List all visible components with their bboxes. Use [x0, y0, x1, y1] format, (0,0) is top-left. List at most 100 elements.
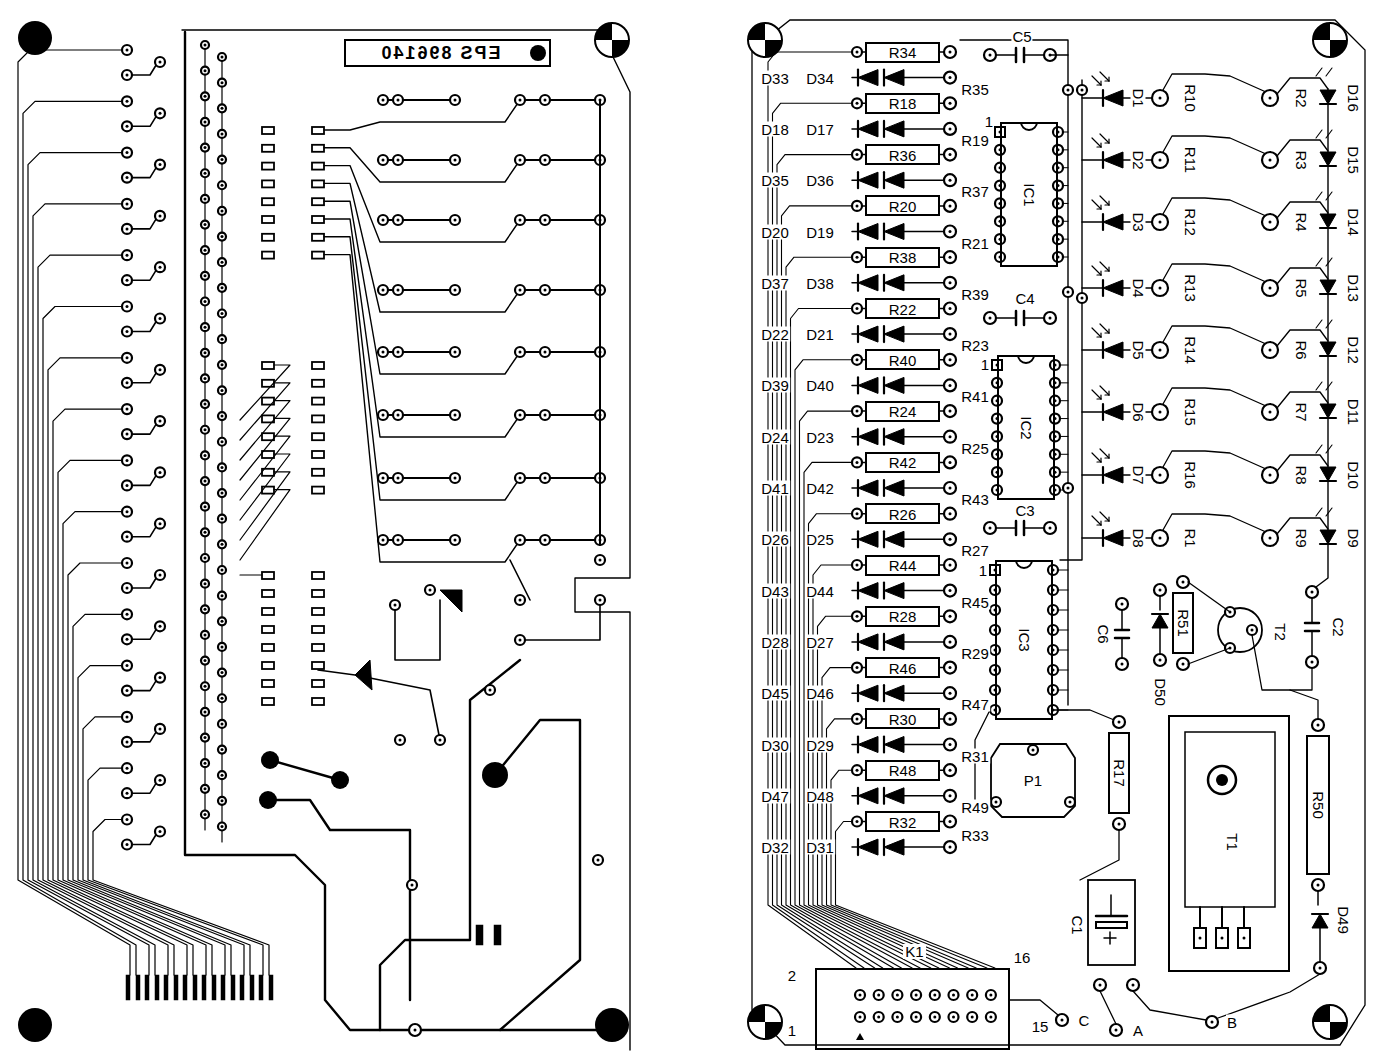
solder-pad: [944, 764, 956, 776]
part-label: R43: [960, 492, 990, 507]
part-label: D50: [1153, 677, 1168, 707]
part-label: D6: [1131, 401, 1146, 422]
ic-pad: [312, 216, 324, 223]
drill-hole: [454, 289, 457, 292]
drill-hole: [949, 230, 952, 233]
drill-hole: [382, 477, 385, 480]
solder-pad: [944, 405, 956, 417]
light-arrow: [1100, 458, 1101, 462]
copper-track: [1163, 388, 1266, 406]
ic-pad: [262, 163, 274, 170]
part-label: R41: [960, 389, 990, 404]
connector-pad: [183, 975, 187, 1000]
mounting-target: [1330, 1022, 1347, 1039]
diode-lead: [1319, 928, 1321, 962]
part-label: D11: [1346, 398, 1361, 426]
copper-track: [132, 267, 158, 280]
diode-symbol: [857, 685, 859, 701]
solder-pad: [155, 673, 165, 683]
copper-track: [268, 800, 410, 1000]
drill-hole: [1081, 89, 1084, 92]
solder-pad: [991, 797, 1001, 807]
diode-symbol: [857, 839, 859, 855]
drill-hole: [126, 535, 129, 538]
solder-pad: [122, 763, 132, 773]
drill-hole: [221, 235, 224, 238]
diode-symbol: [1312, 913, 1328, 915]
copper-track: [324, 166, 520, 242]
drill-hole: [856, 615, 859, 618]
board-outline: [182, 30, 630, 1050]
drill-hole: [204, 300, 207, 303]
drill-hole: [1159, 349, 1162, 352]
capacitor-symbol: [1023, 521, 1026, 535]
terminal-label: A: [1132, 1023, 1144, 1038]
part-label: R7: [1294, 401, 1309, 422]
solder-pad: [1314, 962, 1326, 974]
diode-symbol: [857, 121, 859, 137]
light-arrow: [1108, 139, 1109, 143]
copper-track: [324, 219, 520, 437]
light-arrow: [1326, 320, 1332, 328]
copper-track: [1080, 830, 1119, 880]
solder-pad: [944, 816, 956, 828]
solder-pad: [1177, 658, 1189, 670]
drill-hole: [896, 994, 899, 997]
resistor-body: R50: [1306, 735, 1330, 875]
drill-hole: [204, 762, 207, 765]
drill-hole: [382, 351, 385, 354]
label-frame: [345, 40, 550, 66]
drill-hole: [429, 589, 432, 592]
copper-track: [221, 57, 222, 842]
diode-symbol: [1320, 293, 1336, 295]
copper-track: [1060, 80, 1082, 560]
solder-pad: [944, 328, 956, 340]
drill-hole: [126, 151, 129, 154]
connector-pad: [155, 975, 159, 1000]
drill-hole: [915, 994, 918, 997]
drill-hole: [1317, 724, 1320, 727]
diode-symbol: [1103, 152, 1123, 168]
drill-hole: [519, 289, 522, 292]
light-arrow: [1108, 517, 1109, 521]
drill-hole: [856, 102, 859, 105]
drill-hole: [382, 159, 385, 162]
drill-hole: [949, 76, 952, 79]
solder-pad: [393, 535, 403, 545]
drill-hole: [399, 739, 402, 742]
solder-pad: [378, 410, 388, 420]
solder-pad: [852, 817, 862, 827]
drill-hole: [1115, 1029, 1118, 1032]
copper-track: [240, 472, 290, 540]
drill-hole: [1032, 749, 1035, 752]
drill-hole: [1081, 297, 1084, 300]
solder-pad: [967, 1012, 977, 1022]
solder-pad: [218, 823, 226, 831]
diode-symbol: [1320, 355, 1336, 357]
drill-hole: [856, 512, 859, 515]
drill-hole: [856, 769, 859, 772]
part-label: C6: [1096, 623, 1111, 644]
solder-pad: [201, 580, 209, 588]
capacitor-lead: [1121, 638, 1123, 659]
solder-pad: [218, 746, 226, 754]
ic-pad: [262, 216, 274, 223]
solder-pad: [201, 144, 209, 152]
solder-pad: [944, 354, 956, 366]
diode-lead: [904, 282, 944, 284]
solder-pad: [201, 195, 209, 203]
drill-hole: [1269, 287, 1272, 290]
copper-track: [132, 216, 158, 229]
solder-pad: [201, 323, 209, 331]
drill-hole: [599, 599, 602, 602]
diode-lead: [904, 744, 944, 746]
part-label: C5: [1011, 29, 1032, 44]
drill-hole: [952, 994, 955, 997]
part-label: R26: [889, 506, 917, 521]
solder-pad: [930, 1012, 940, 1022]
capacitor-lead: [1121, 609, 1123, 630]
drill-hole: [856, 307, 859, 310]
drill-hole: [204, 505, 207, 508]
part-label: D10: [1346, 460, 1361, 490]
drill-hole: [1251, 629, 1254, 632]
